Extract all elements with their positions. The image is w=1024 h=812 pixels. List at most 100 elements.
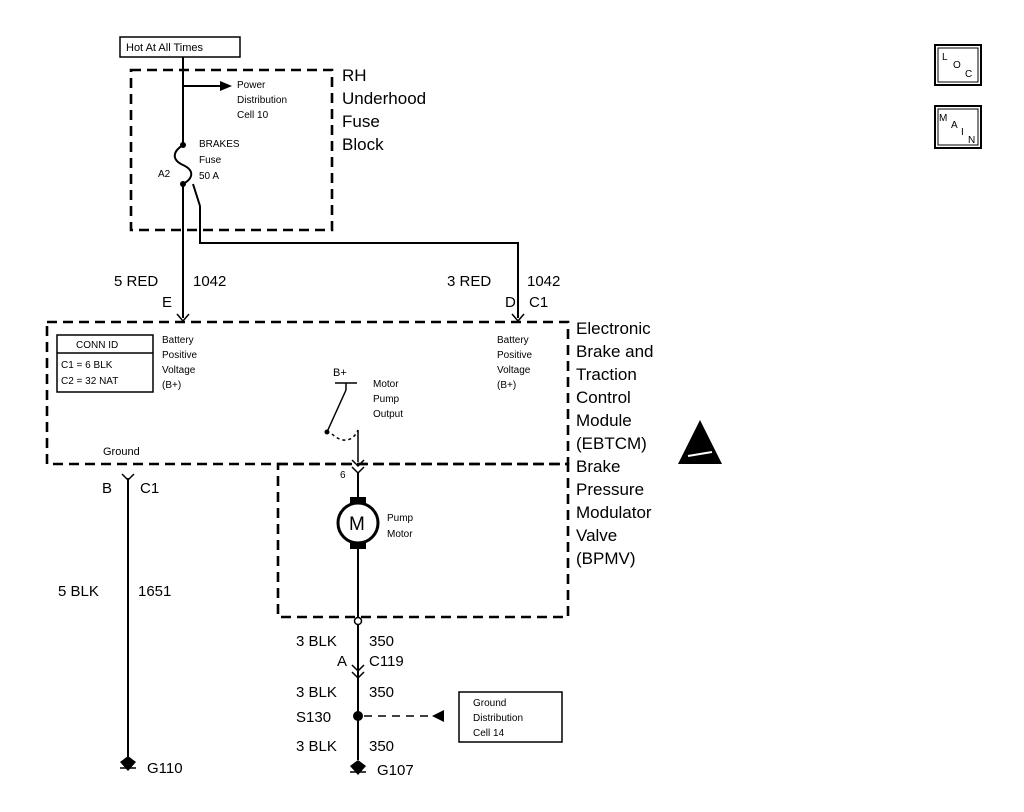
splice-s130 <box>353 711 363 721</box>
svg-text:BRAKES: BRAKES <box>199 139 240 150</box>
svg-text:Traction: Traction <box>576 365 637 384</box>
svg-text:5 RED: 5 RED <box>114 273 158 290</box>
svg-text:Distribution: Distribution <box>237 95 287 106</box>
svg-text:Fuse: Fuse <box>342 112 380 131</box>
svg-text:Modulator: Modulator <box>576 503 652 522</box>
svg-text:S130: S130 <box>296 709 331 726</box>
pin-b-c1: B C1 <box>102 480 159 497</box>
ebtcm-outline <box>45 320 570 466</box>
svg-text:350: 350 <box>369 633 394 650</box>
svg-text:1651: 1651 <box>138 583 171 600</box>
svg-text:C1 = 6 BLK: C1 = 6 BLK <box>61 360 113 371</box>
fuse-block-outline <box>129 68 334 232</box>
wire-label-3blk-350-a: 3 BLK 350 A C119 <box>296 633 404 670</box>
svg-text:5 BLK: 5 BLK <box>58 583 99 600</box>
svg-text:M: M <box>349 514 365 535</box>
svg-text:Motor: Motor <box>387 529 413 540</box>
svg-text:E: E <box>162 294 172 311</box>
bpmv-name: Brake Pressure Modulator Valve (BPMV) <box>576 457 652 568</box>
wire-label-5blk-1651: 5 BLK 1651 <box>58 583 171 600</box>
power-arrow-icon <box>220 81 232 91</box>
svg-text:Pressure: Pressure <box>576 480 644 499</box>
ground-label: Ground <box>103 446 140 458</box>
svg-text:Control: Control <box>576 388 631 407</box>
svg-text:Pump: Pump <box>373 394 400 405</box>
svg-text:Valve: Valve <box>576 526 617 545</box>
motor-pump-switch-icon <box>324 389 359 462</box>
svg-text:CONN ID: CONN ID <box>76 340 118 351</box>
svg-text:B: B <box>102 480 112 497</box>
svg-text:D: D <box>505 294 516 311</box>
svg-text:(BPMV): (BPMV) <box>576 549 636 568</box>
svg-text:RH: RH <box>342 66 367 85</box>
svg-text:Positive: Positive <box>497 350 532 361</box>
svg-text:Distribution: Distribution <box>473 713 523 724</box>
svg-text:3 BLK: 3 BLK <box>296 684 337 701</box>
svg-text:C1: C1 <box>529 294 548 311</box>
battery-voltage-right: Battery Positive Voltage (B+) <box>497 335 532 391</box>
svg-text:Block: Block <box>342 135 384 154</box>
svg-text:Fuse: Fuse <box>199 155 222 166</box>
fuse-pin-a2: A2 <box>158 169 171 180</box>
svg-text:Underhood: Underhood <box>342 89 426 108</box>
svg-text:Voltage: Voltage <box>162 365 196 376</box>
svg-text:C119: C119 <box>369 653 404 670</box>
motor-pump-output-label: Motor Pump Output <box>373 379 403 420</box>
svg-text:Ground: Ground <box>473 698 506 709</box>
wire-label-3red-1042: 3 RED 1042 D C1 <box>447 273 560 311</box>
svg-text:I: I <box>961 127 964 138</box>
svg-text:Hot At All Times: Hot At All Times <box>126 42 204 54</box>
svg-text:G107: G107 <box>377 762 414 779</box>
ebtcm-name: Electronic Brake and Traction Control Mo… <box>576 319 654 453</box>
svg-text:Cell 14: Cell 14 <box>473 728 505 739</box>
pin-6-label: 6 <box>340 470 346 481</box>
svg-text:Cell 10: Cell 10 <box>237 110 269 121</box>
svg-text:3 RED: 3 RED <box>447 273 491 290</box>
svg-text:Power: Power <box>237 80 266 91</box>
power-distribution-ref[interactable]: Power Distribution Cell 10 <box>237 80 287 121</box>
svg-text:C1: C1 <box>140 480 159 497</box>
svg-text:Electronic: Electronic <box>576 319 651 338</box>
wire-label-3blk-350-splice: 3 BLK 350 S130 <box>296 684 394 726</box>
wire-1042-right <box>199 206 519 318</box>
svg-text:50 A: 50 A <box>199 171 219 182</box>
ground-g107-icon[interactable]: G107 <box>350 760 414 779</box>
svg-text:N: N <box>968 135 975 146</box>
svg-text:1042: 1042 <box>193 273 226 290</box>
ground-dist-arrow-icon <box>432 710 444 722</box>
fuse-block-name: RH Underhood Fuse Block <box>342 66 426 154</box>
svg-text:M: M <box>939 113 947 124</box>
svg-text:Voltage: Voltage <box>497 365 531 376</box>
hot-at-all-times-label: Hot At All Times <box>119 36 241 58</box>
svg-text:Brake: Brake <box>576 457 620 476</box>
conn-id-table: CONN ID C1 = 6 BLK C2 = 32 NAT <box>56 334 154 393</box>
fuse-symbol-icon <box>173 144 193 185</box>
svg-text:Battery: Battery <box>162 335 194 346</box>
battery-voltage-left: Battery Positive Voltage (B+) <box>162 335 197 391</box>
pump-motor-label: Pump Motor <box>387 513 414 540</box>
svg-text:3 BLK: 3 BLK <box>296 633 337 650</box>
ground-g110-icon[interactable]: G110 <box>120 756 183 777</box>
wire-label-3blk-350-g107: 3 BLK 350 <box>296 738 394 755</box>
svg-text:Battery: Battery <box>497 335 529 346</box>
esd-warning-icon[interactable] <box>678 420 722 464</box>
svg-text:L: L <box>942 52 948 63</box>
main-button[interactable]: M A I N <box>934 105 982 149</box>
svg-text:G110: G110 <box>147 760 183 777</box>
bplus-label: B+ <box>333 367 347 379</box>
brakes-fuse-label: BRAKES Fuse 50 A <box>199 139 240 182</box>
svg-text:(EBTCM): (EBTCM) <box>576 434 647 453</box>
ground-distribution-ref[interactable]: Ground Distribution Cell 14 <box>458 691 563 743</box>
svg-text:350: 350 <box>369 738 394 755</box>
svg-text:Positive: Positive <box>162 350 197 361</box>
svg-text:Output: Output <box>373 409 403 420</box>
svg-text:Motor: Motor <box>373 379 399 390</box>
svg-text:C: C <box>965 69 972 80</box>
pump-motor-icon: M <box>336 497 380 549</box>
svg-text:C2 = 32 NAT: C2 = 32 NAT <box>61 376 118 387</box>
loc-button[interactable]: L O C <box>934 44 982 86</box>
wire-label-5red-1042: 5 RED 1042 E <box>114 273 226 311</box>
svg-text:(B+): (B+) <box>162 380 181 391</box>
bpmv-outline <box>276 462 570 619</box>
